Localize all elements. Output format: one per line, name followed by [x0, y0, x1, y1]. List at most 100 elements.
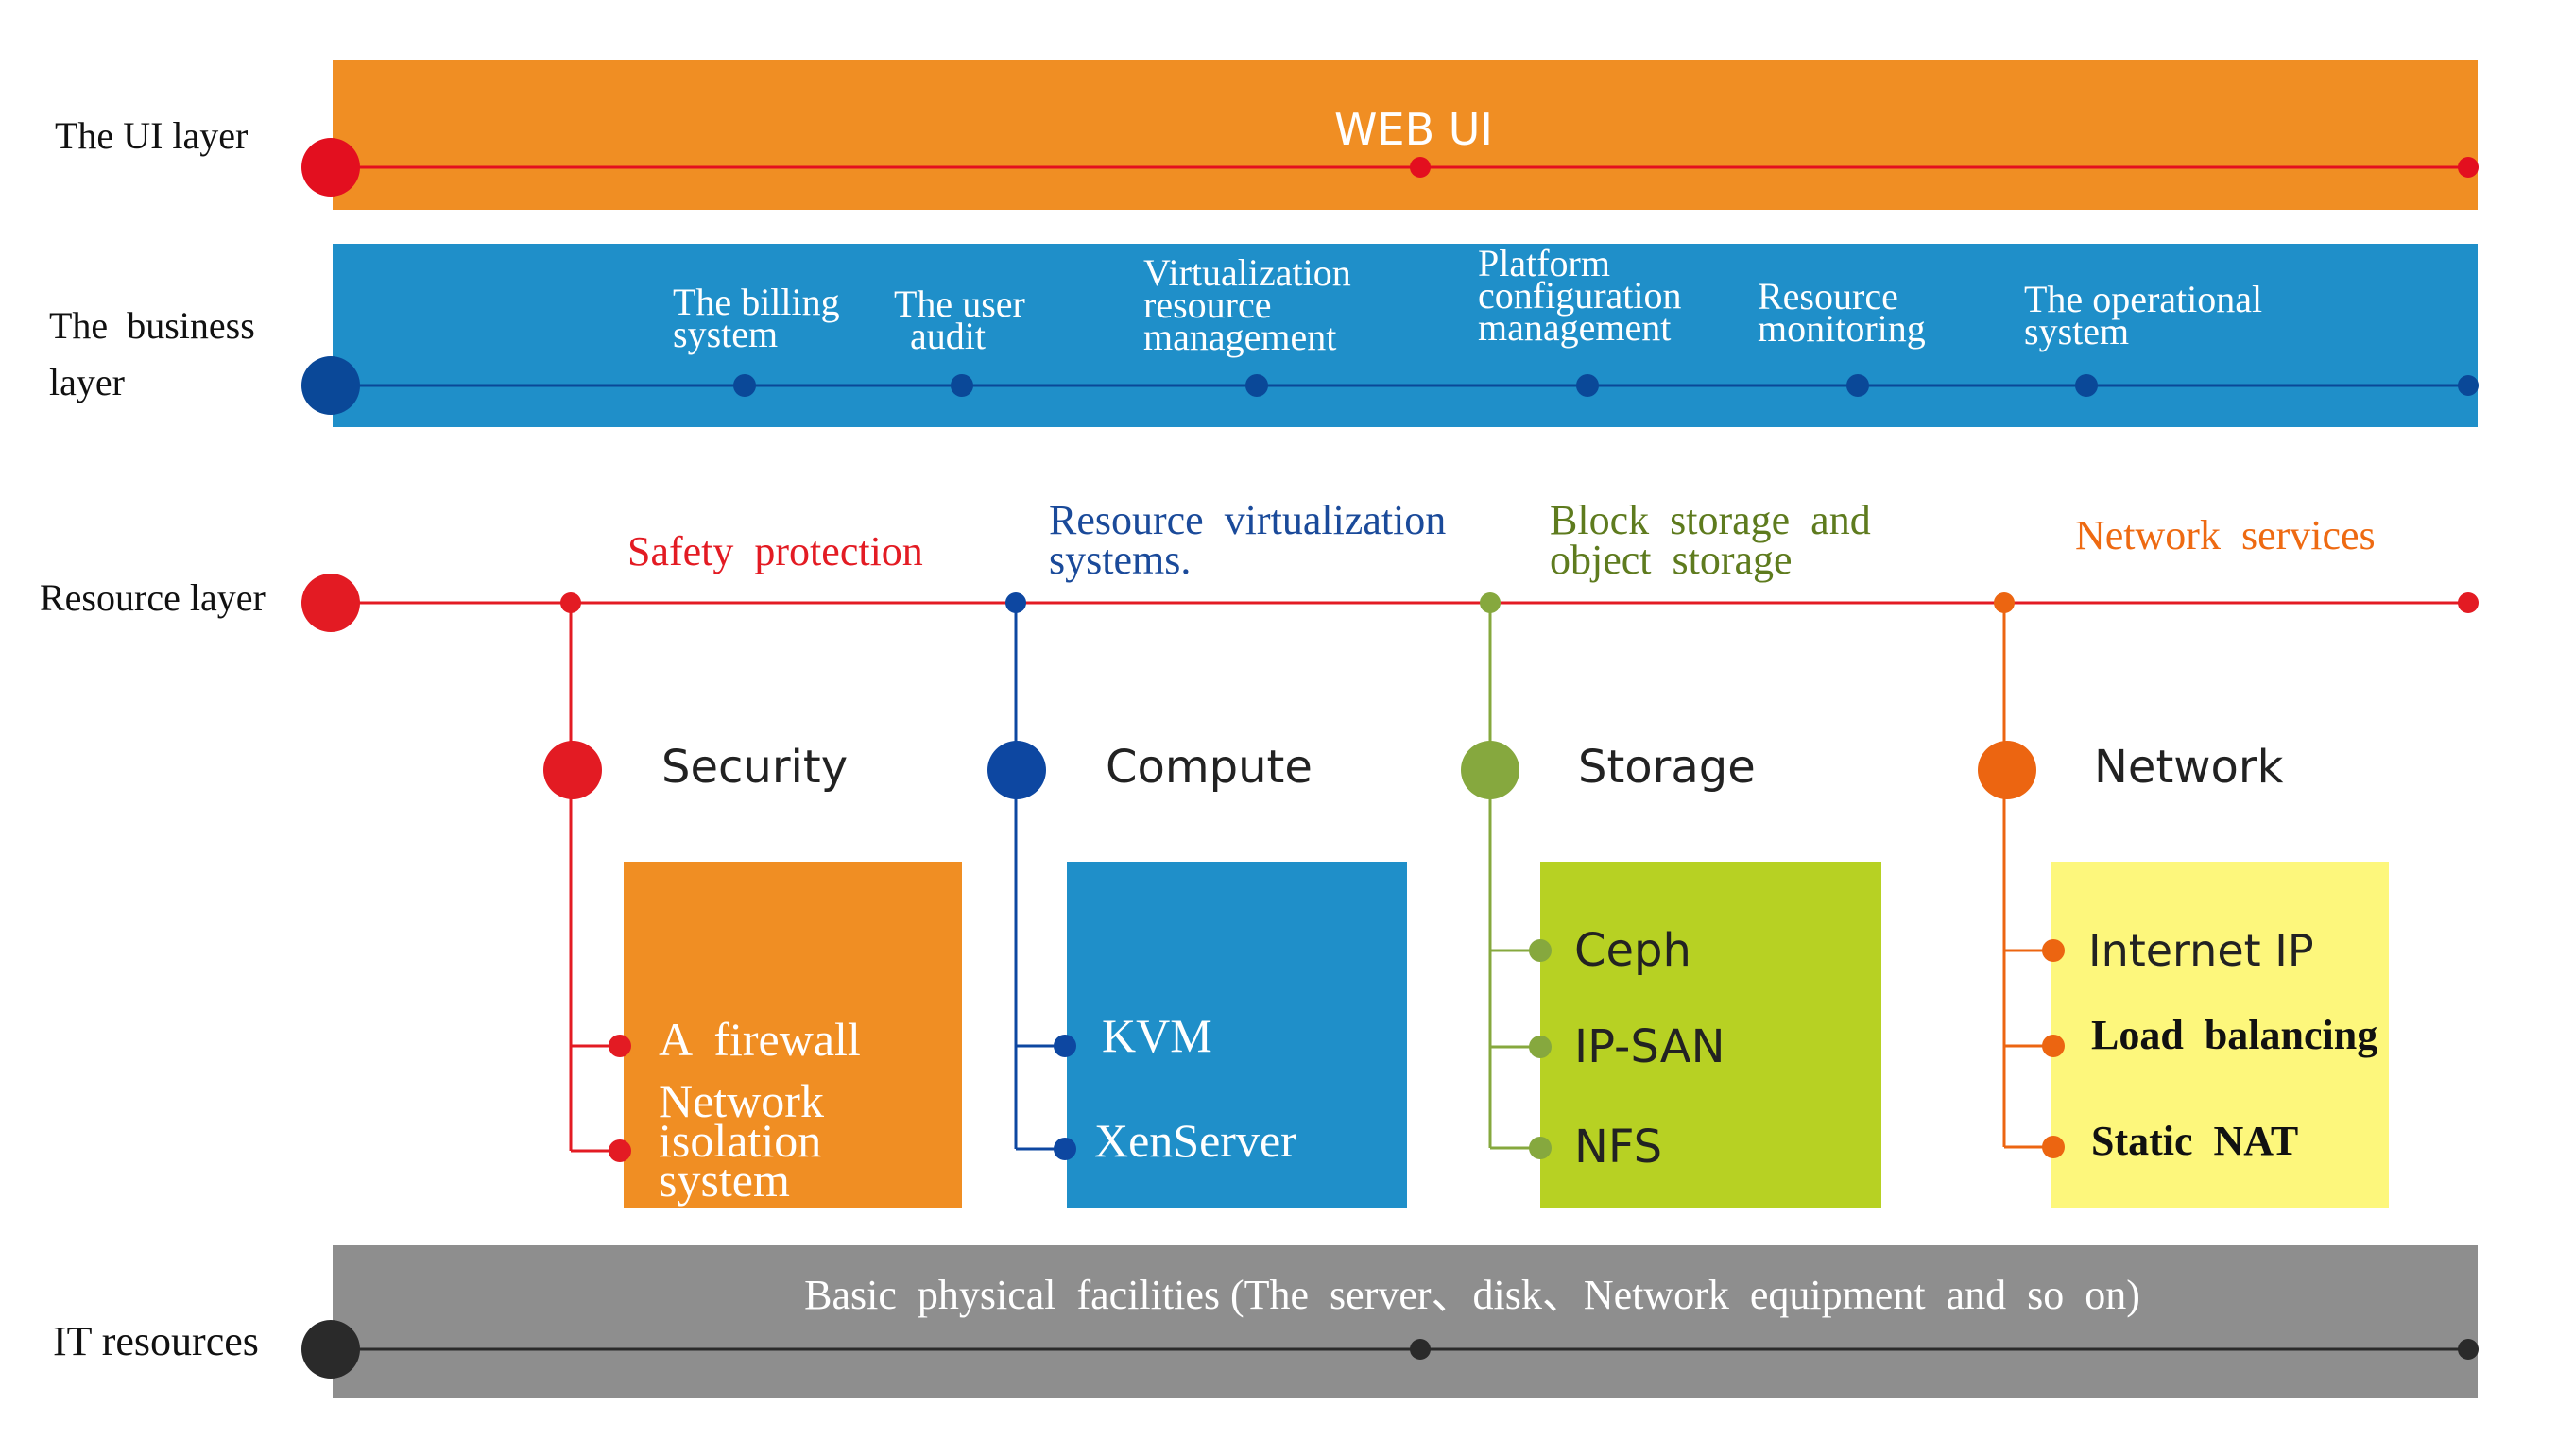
resource-virtualization-heading-line2: systems. [1049, 537, 1191, 583]
ui-line-dot-end [2458, 157, 2479, 178]
business-item-label: Virtualization [1143, 251, 1351, 294]
business-item-user-audit: The user audit [0, 0, 1091, 397]
storage-node [1461, 741, 1519, 799]
block-object-storage-heading: Block storage and object storage [0, 0, 1923, 583]
ceph-label: Ceph [1574, 924, 1691, 977]
business-layer-label-line2: layer [49, 361, 125, 403]
it-line-dot-end [2458, 1339, 2479, 1360]
nfs-dot [1529, 1137, 1552, 1159]
ipsan-dot [1529, 1036, 1552, 1058]
compute-box [1067, 862, 1407, 1208]
load-balancing-dot [2042, 1035, 2065, 1057]
business-item-label: management [1143, 316, 1336, 358]
static-nat-label: Static NAT [2091, 1118, 2298, 1164]
it-resources-band [333, 1245, 2478, 1398]
security-junction-dot [560, 592, 581, 613]
business-item-virtualization-resource-management: Virtualization resource management [1143, 251, 1361, 397]
kvm-dot [1054, 1035, 1076, 1057]
security-branch: Security A firewall Network isolation sy… [543, 592, 962, 1208]
business-item-resource-monitoring: Resource monitoring [1758, 275, 1926, 397]
business-item-label: audit [910, 315, 986, 357]
ceph-dot [1529, 939, 1552, 962]
compute-junction-dot [1005, 592, 1026, 613]
business-item-dot [1245, 374, 1268, 397]
network-services-heading: Network services [2075, 512, 2376, 558]
nfs-label: NFS [1574, 1121, 1662, 1173]
block-object-storage-heading-line2: object storage [1550, 537, 1793, 583]
business-line-dot-end [2458, 375, 2479, 396]
internet-ip-label: Internet IP [2088, 925, 2314, 976]
business-item-operational-system: The operational system [0, 0, 2328, 397]
network-isolation-label: Network isolation system [659, 1074, 835, 1207]
svg-text:The user audit: The user audit [0, 0, 1091, 357]
resource-layer-node [301, 574, 360, 632]
svg-text:Resource monitoring: Resource monitoring [1758, 275, 1926, 350]
business-item-dot [1846, 374, 1869, 397]
network-isolation-dot [609, 1139, 631, 1162]
compute-node [987, 741, 1046, 799]
storage-branch: Storage Ceph IP-SAN NFS [1461, 592, 1881, 1208]
network-node [1978, 741, 2036, 799]
business-item-label: management [1478, 306, 1671, 349]
load-balancing-label: Load balancing [2091, 1012, 2377, 1058]
it-line-dot-middle [1410, 1339, 1431, 1360]
security-box [624, 862, 962, 1208]
network-junction-dot [1994, 592, 2015, 613]
business-item-label: system [2024, 310, 2129, 352]
network-box [2051, 862, 2389, 1208]
web-ui-label: WEB UI [1334, 104, 1493, 155]
security-node [543, 741, 602, 799]
firewall-dot [609, 1035, 631, 1057]
static-nat-dot [2042, 1136, 2065, 1158]
compute-label: Compute [1106, 741, 1313, 794]
storage-junction-dot [1480, 592, 1501, 613]
business-layer-label-line1: The business [49, 304, 255, 347]
safety-protection-heading: Safety protection [627, 528, 923, 574]
ui-layer-label: The UI layer [55, 114, 248, 157]
network-isolation-line: isolation [659, 1114, 821, 1167]
storage-box [1540, 862, 1881, 1208]
network-branch: Network Internet IP Load balancing Stati… [1978, 592, 2389, 1208]
network-isolation-line: Network [659, 1074, 824, 1127]
resource-line-dot-end [2458, 592, 2479, 613]
business-item-billing: The billing system [0, 0, 906, 397]
business-item-dot [2075, 374, 2098, 397]
business-item-label: monitoring [1758, 307, 1926, 350]
business-item-label: Platform [1478, 242, 1610, 284]
business-item-label: Resource [1758, 275, 1898, 317]
svg-text:The billing system: The billing system [0, 0, 906, 355]
business-item-label: system [673, 313, 778, 355]
svg-text:Platform configuration: Platform configuration management [1478, 242, 1691, 349]
business-item-dot [951, 374, 973, 397]
it-layer-node [301, 1320, 360, 1379]
it-resources-label: IT resources [53, 1318, 259, 1364]
xenserver-dot [1054, 1138, 1076, 1160]
network-isolation-line: system [659, 1154, 790, 1207]
compute-branch: Compute KVM XenServer [987, 592, 1407, 1208]
resource-virtualization-heading: Resource virtualization systems. [0, 0, 1498, 583]
block-object-storage-heading-line1: Block storage and [1550, 497, 1871, 543]
ipsan-label: IP-SAN [1574, 1020, 1725, 1073]
svg-text:Virtualization resource: Virtualization resource management [1143, 251, 1361, 358]
business-item-label: configuration [1478, 274, 1682, 317]
business-layer-band [333, 244, 2478, 427]
business-item-platform-configuration-management: Platform configuration management [1478, 242, 1691, 397]
business-item-dot [733, 374, 756, 397]
xenserver-label: XenServer [1094, 1114, 1296, 1167]
security-label: Security [661, 741, 848, 794]
business-item-dot [1576, 374, 1599, 397]
business-item-label: resource [1143, 283, 1271, 326]
business-layer-node [301, 356, 360, 415]
resource-virtualization-heading-line1: Resource virtualization [1049, 497, 1446, 543]
ui-layer-band [333, 60, 2478, 210]
kvm-label: KVM [1102, 1009, 1212, 1062]
svg-text:The operational system: The operational system [0, 0, 2328, 352]
storage-label: Storage [1578, 741, 1756, 794]
resource-layer-label: Resource layer [40, 576, 266, 619]
physical-facilities-label: Basic physical facilities (The server、di… [804, 1272, 2140, 1318]
ui-line-dot-middle [1410, 157, 1431, 178]
network-label: Network [2094, 741, 2284, 794]
firewall-label: A firewall [659, 1013, 861, 1066]
ui-layer-node [301, 138, 360, 197]
